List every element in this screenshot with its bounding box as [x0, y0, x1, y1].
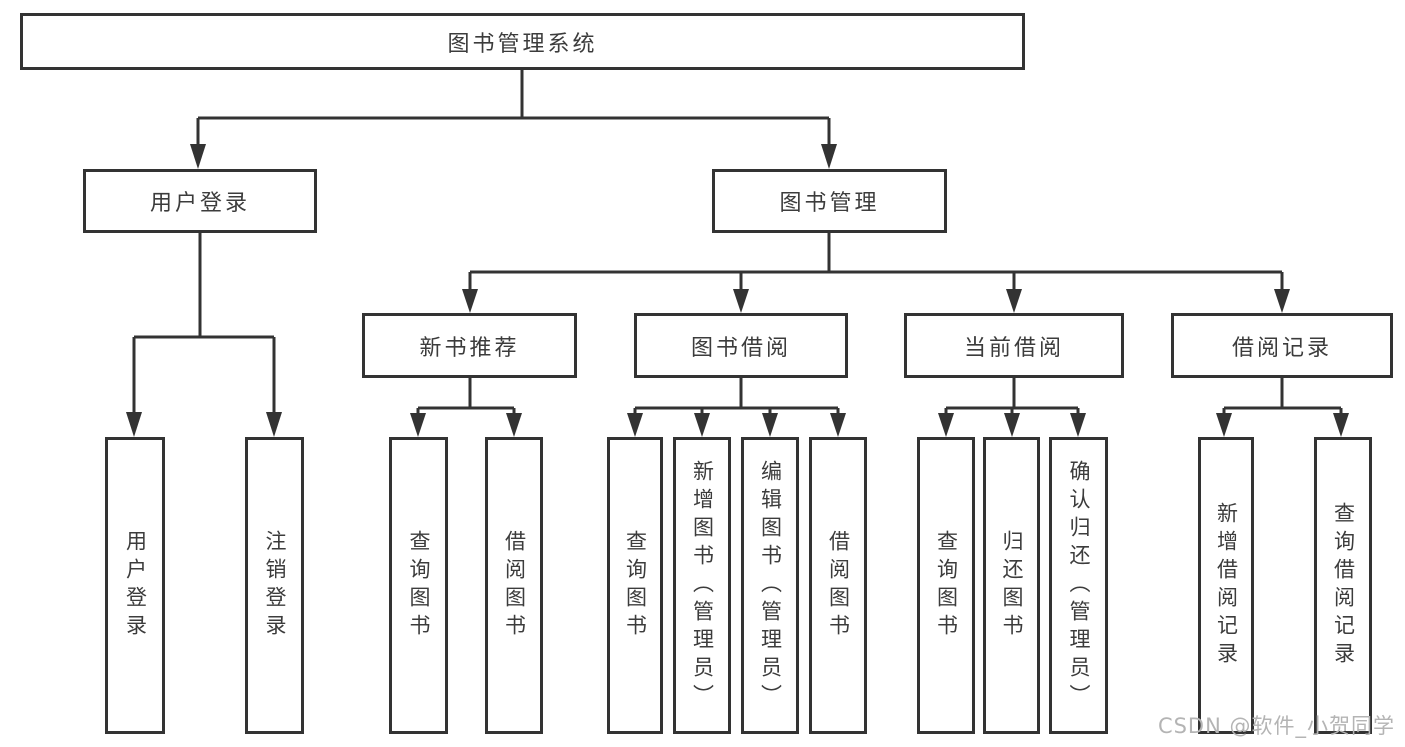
- arrowheads: [126, 144, 1349, 437]
- leaf-return-books: 归还图书: [983, 437, 1040, 734]
- node-borrowing-records: 借阅记录: [1171, 313, 1393, 378]
- leaf-edit-books-admin: 编辑图书（管理员）: [741, 437, 799, 734]
- node-book-borrowing: 图书借阅: [634, 313, 848, 378]
- leaf-logout: 注销登录: [245, 437, 304, 734]
- node-book-management: 图书管理: [712, 169, 947, 233]
- node-new-book-recommend: 新书推荐: [362, 313, 577, 378]
- leaf-borrow-books-newbook: 借阅图书: [485, 437, 543, 734]
- leaf-query-books-current: 查询图书: [917, 437, 975, 734]
- node-current-borrowing: 当前借阅: [904, 313, 1124, 378]
- leaf-query-books-newbook: 查询图书: [389, 437, 448, 734]
- leaf-query-books-borrowing: 查询图书: [607, 437, 663, 734]
- leaf-add-borrow-record: 新增借阅记录: [1198, 437, 1254, 734]
- leaf-add-books-admin: 新增图书（管理员）: [673, 437, 731, 734]
- leaf-user-login: 用户登录: [105, 437, 165, 734]
- leaf-confirm-return-admin: 确认归还（管理员）: [1049, 437, 1108, 734]
- leaf-query-borrow-record: 查询借阅记录: [1314, 437, 1372, 734]
- leaf-borrow-books-borrowing: 借阅图书: [809, 437, 867, 734]
- node-user-login: 用户登录: [83, 169, 317, 233]
- node-system-root: 图书管理系统: [20, 13, 1025, 70]
- csdn-watermark: CSDN @软件_小贺同学: [1157, 714, 1395, 738]
